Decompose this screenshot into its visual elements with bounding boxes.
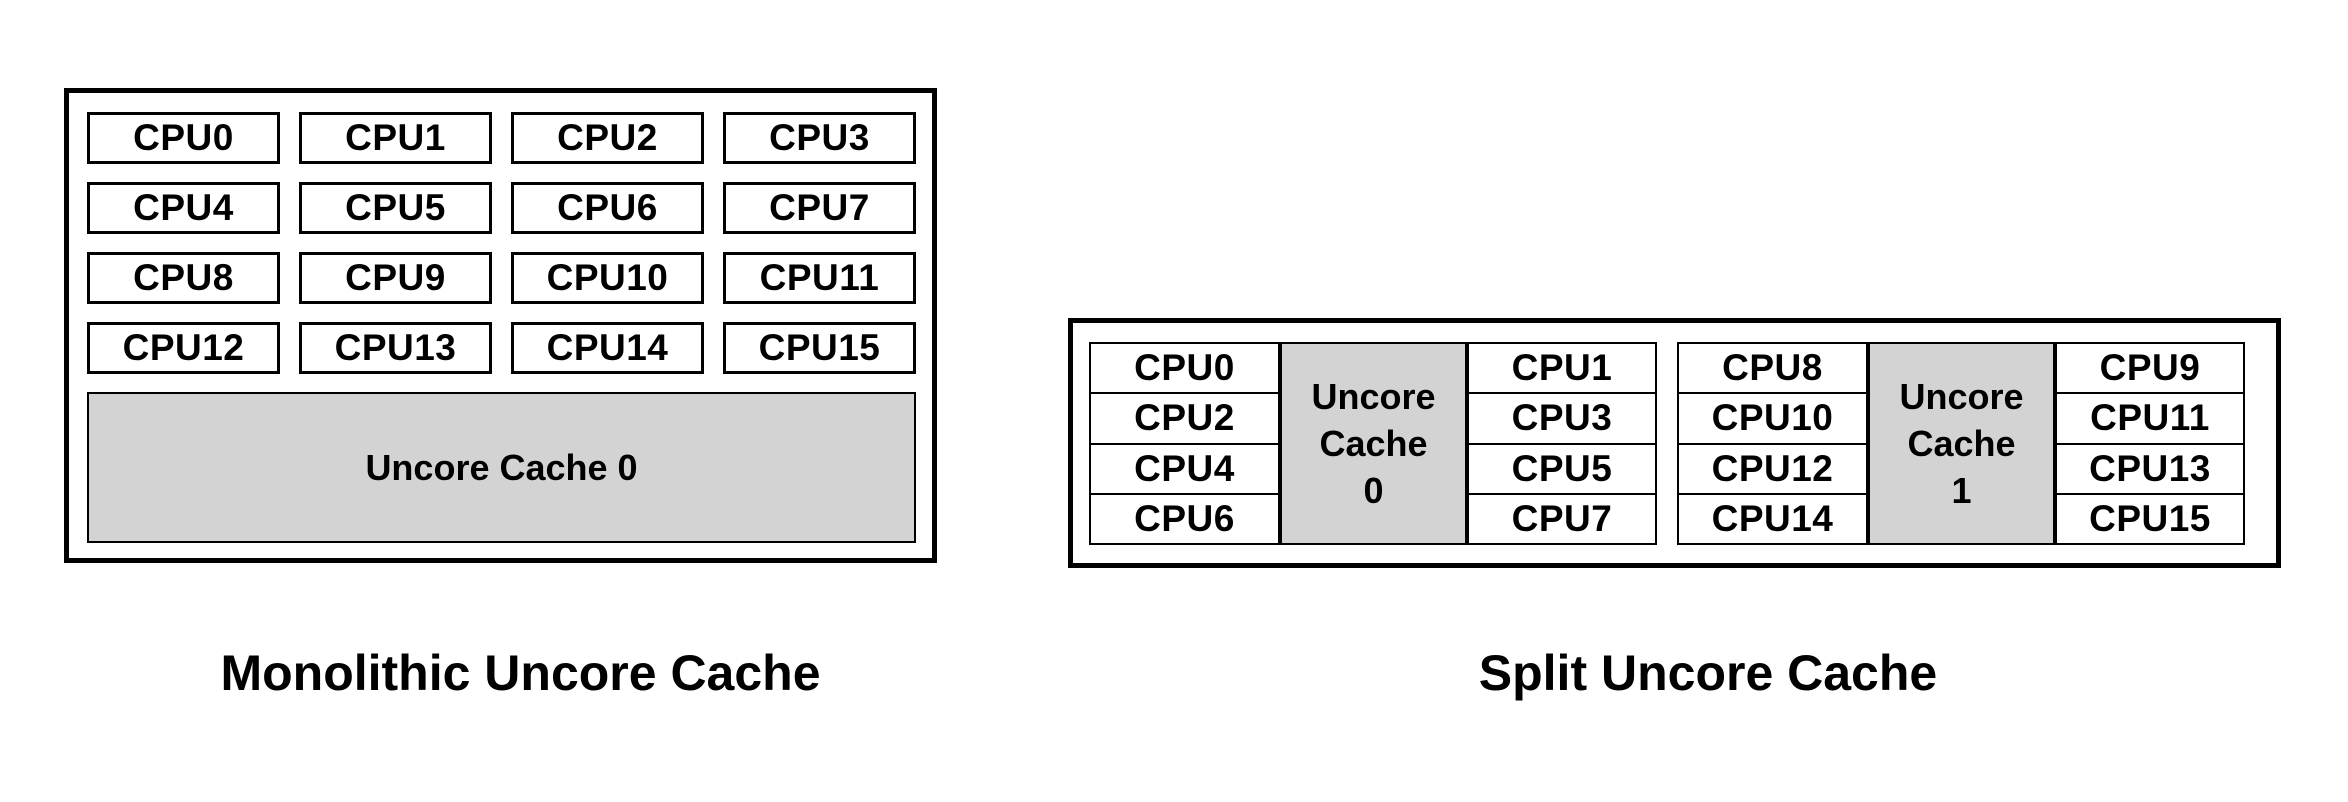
uncore-cache-0-box: Uncore Cache 0 xyxy=(87,392,916,543)
uncore-cache-label-line: 0 xyxy=(1363,470,1384,511)
cpu-box: CPU12 xyxy=(87,322,280,374)
cpu-cell: CPU9 xyxy=(2099,347,2201,389)
cpu-cell: CPU8 xyxy=(1722,347,1823,389)
cpu-box: CPU15 xyxy=(723,322,916,374)
cpu-box: CPU11 xyxy=(723,252,916,304)
cpu-cell: CPU15 xyxy=(2057,492,2243,543)
cpu-box: CPU1 xyxy=(299,112,492,164)
cpu-box: CPU7 xyxy=(723,182,916,234)
cpu-cell: CPU12 xyxy=(1679,442,1866,493)
cpu-cell: CPU4 xyxy=(1091,442,1278,493)
cpu-box: CPU4 xyxy=(87,182,280,234)
uncore-cache-label-line: Cache xyxy=(1319,423,1428,464)
cpu-box: CPU9 xyxy=(299,252,492,304)
split-caption: Split Uncore Cache xyxy=(1478,645,1938,701)
uncore-cache-label-line: Cache xyxy=(1907,423,2016,464)
cpu-cell: CPU0 xyxy=(1134,347,1235,389)
cpu-box: CPU2 xyxy=(511,112,704,164)
cpu-cell: CPU1 xyxy=(1511,347,1613,389)
cpu-cell: CPU5 xyxy=(1469,442,1655,493)
cpu-cell: CPU3 xyxy=(1469,392,1655,442)
cpu-box: CPU6 xyxy=(511,182,704,234)
cpu-cell: CPU7 xyxy=(1469,492,1655,543)
cpu-box: CPU0 xyxy=(87,112,280,164)
cpu-cell: CPU10 xyxy=(1679,392,1866,442)
cpu-box: CPU10 xyxy=(511,252,704,304)
cpu-cell: CPU11 xyxy=(2057,392,2243,442)
uncore-cache-label-line: Uncore xyxy=(1899,376,2024,417)
cpu-box: CPU3 xyxy=(723,112,916,164)
cpu-box: CPU13 xyxy=(299,322,492,374)
cpu-cell: CPU14 xyxy=(1679,492,1866,543)
cpu-cell: CPU2 xyxy=(1091,392,1278,442)
uncore-cache-label-line: 1 xyxy=(1951,470,1972,511)
uncore-cache-label-line: Uncore xyxy=(1311,376,1436,417)
cpu-box: CPU5 xyxy=(299,182,492,234)
cpu-box: CPU14 xyxy=(511,322,704,374)
cpu-box: CPU8 xyxy=(87,252,280,304)
cpu-cell: CPU6 xyxy=(1091,492,1278,543)
cpu-cell: CPU13 xyxy=(2057,442,2243,493)
monolithic-caption: Monolithic Uncore Cache xyxy=(220,645,821,701)
